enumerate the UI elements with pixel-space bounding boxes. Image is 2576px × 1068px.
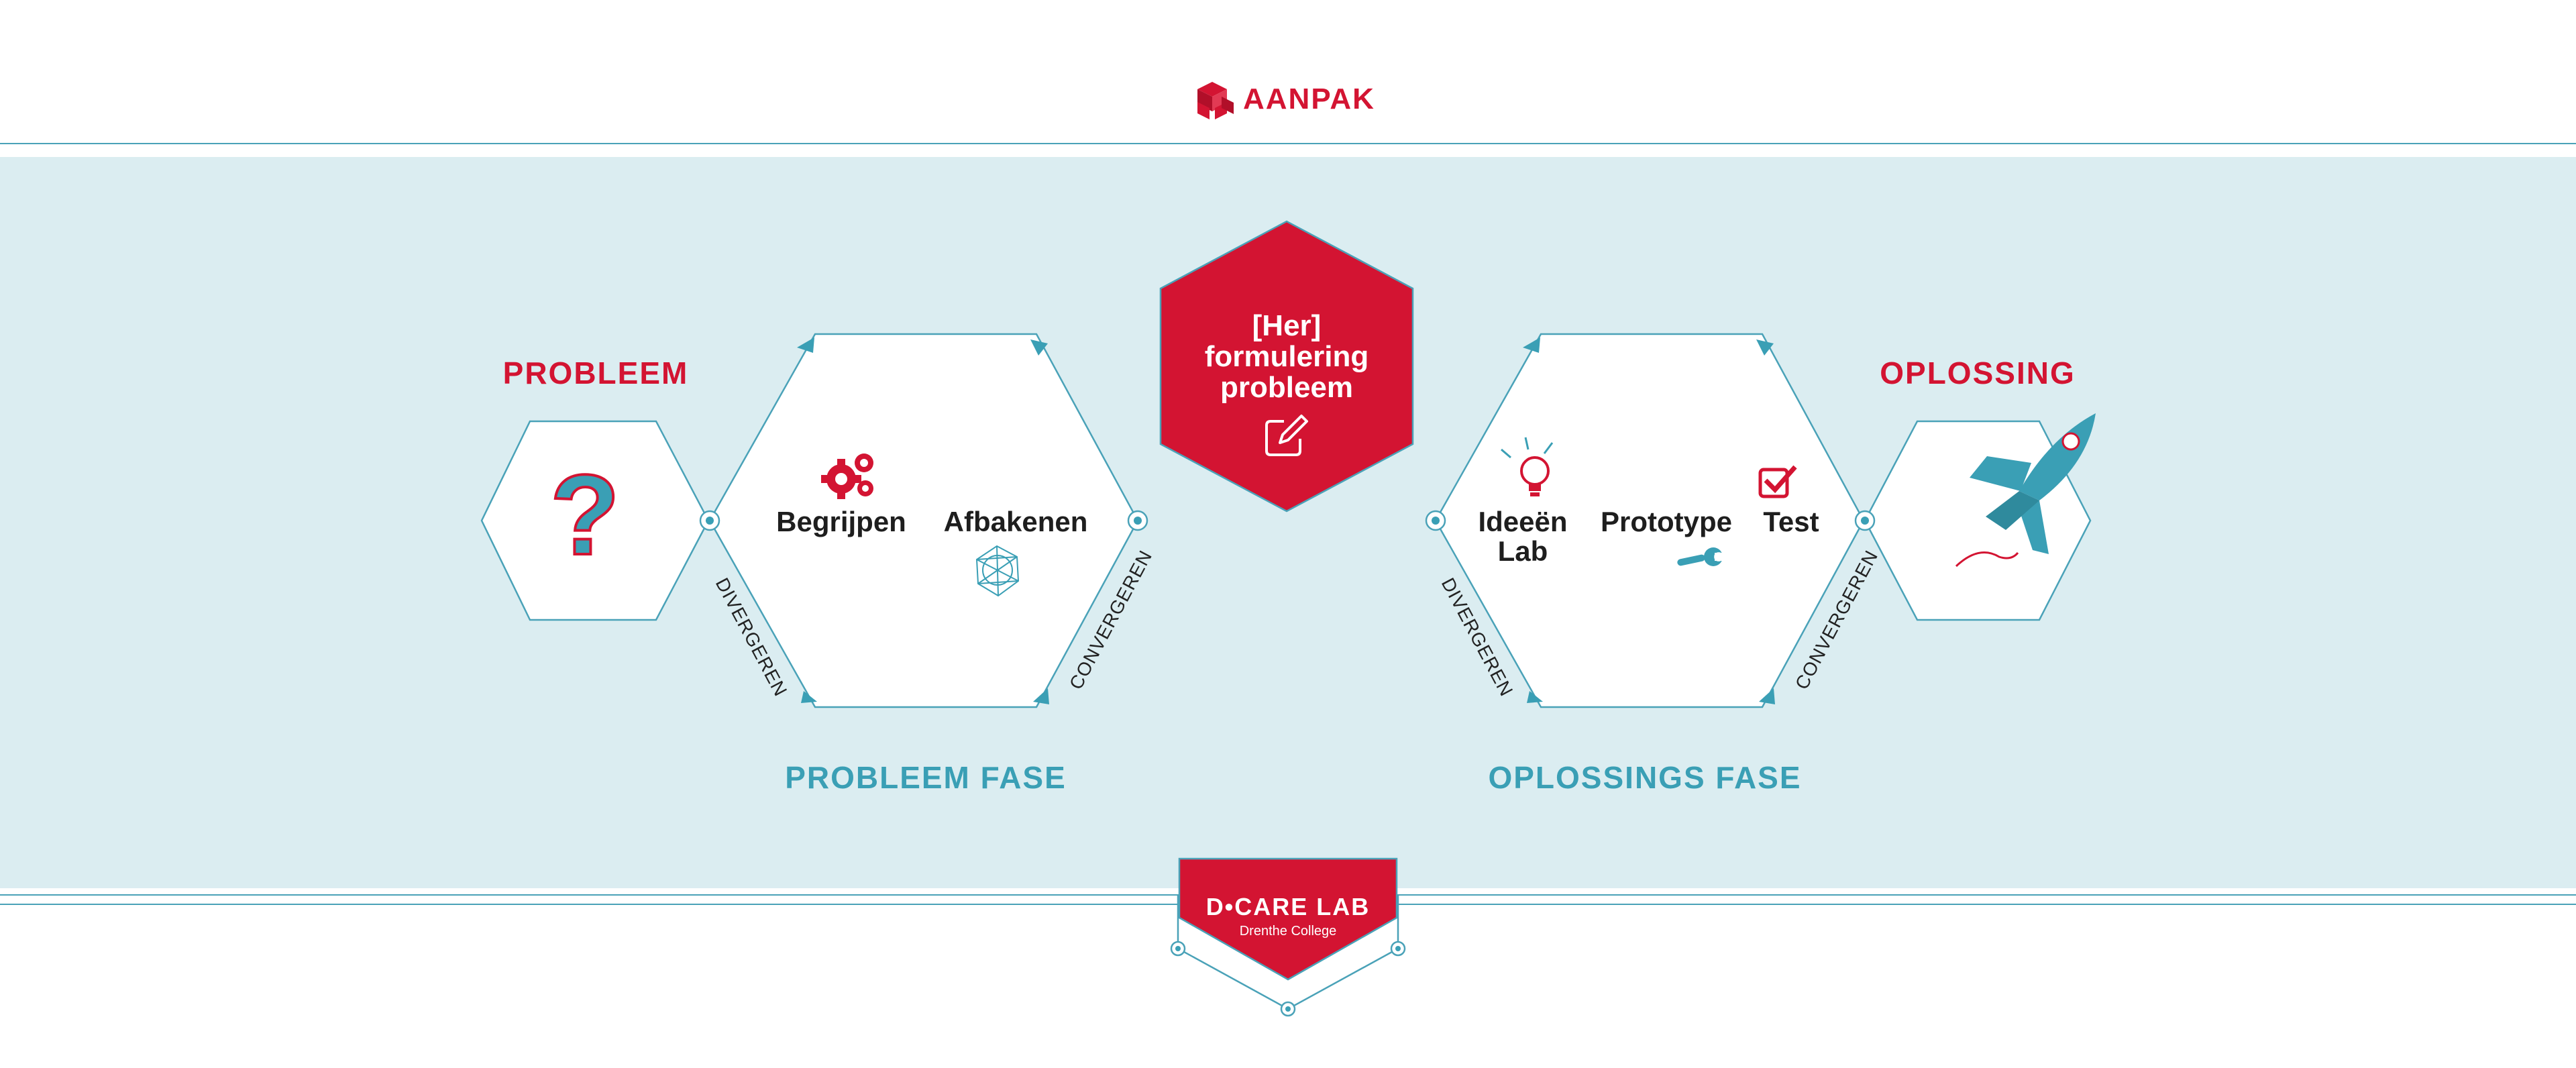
lightbulb-icon: [1501, 437, 1554, 496]
svg-text:?: ?: [550, 451, 620, 579]
footer-badge: D•CARE LAB Drenthe College: [1170, 857, 1406, 1017]
problem-title: PROBLEEM: [503, 356, 689, 390]
reformulate-line1: [Her]: [1252, 309, 1322, 342]
badge-node-right: [1390, 941, 1406, 957]
rocket-icon: [1955, 413, 2096, 568]
badge-node-left: [1170, 941, 1186, 957]
reformulate-line2: formulering: [1205, 340, 1368, 373]
page-title: AANPAK: [1243, 83, 1375, 115]
badge-node-bottom: [1280, 1001, 1296, 1017]
solution-node-right: [1854, 510, 1876, 531]
step-ideeen-line2: Lab: [1498, 535, 1548, 567]
problem-node-right: [1127, 510, 1148, 531]
step-prototype: Prototype: [1601, 506, 1732, 537]
badge-subtitle: Drenthe College: [1240, 924, 1337, 939]
edit-pencil-icon: [1265, 415, 1308, 456]
step-begrijpen: Begrijpen: [776, 506, 906, 537]
question-mark-icon: ?: [549, 450, 621, 580]
network-sphere-icon: [975, 545, 1020, 597]
cubes-icon: [1197, 82, 1234, 119]
step-test: Test: [1763, 506, 1819, 537]
solution-phase-title: OPLOSSINGS FASE: [1488, 760, 1801, 795]
checkbox-icon: [1758, 465, 1797, 498]
step-afbakenen: Afbakenen: [944, 506, 1088, 537]
problem-node-left: [699, 510, 720, 531]
step-ideeen-line1: Ideeën: [1478, 506, 1567, 537]
solution-arrows: [1523, 337, 1775, 704]
solution-node-left: [1425, 510, 1446, 531]
problem-phase-title: PROBLEEM FASE: [785, 760, 1067, 795]
solution-title: OPLOSSING: [1880, 356, 2075, 390]
gears-icon: [821, 453, 873, 499]
wrench-icon: [1677, 547, 1725, 566]
reformulate-hexagon: [1159, 220, 1414, 513]
reformulate-line3: probleem: [1220, 371, 1353, 404]
problem-arrows: [797, 337, 1049, 704]
badge-title: D•CARE LAB: [1206, 893, 1371, 920]
header: AANPAK: [1197, 82, 1375, 119]
